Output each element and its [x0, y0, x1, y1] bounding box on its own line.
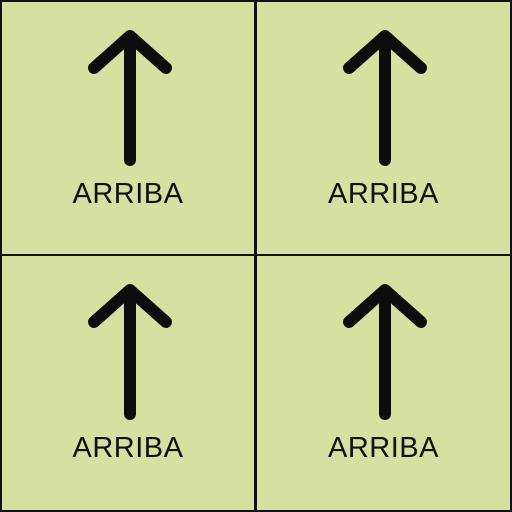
direction-card: ARRIBA: [255, 254, 512, 512]
arrow-up-icon: [343, 284, 427, 420]
direction-card: ARRIBA: [0, 254, 256, 512]
arrow-up-icon: [343, 30, 427, 166]
direction-label: ARRIBA: [328, 178, 439, 210]
direction-label: ARRIBA: [72, 432, 184, 464]
arrow-up-icon: [88, 30, 172, 166]
direction-label: ARRIBA: [72, 178, 184, 210]
direction-card: ARRIBA: [0, 0, 256, 256]
direction-card: ARRIBA: [255, 0, 512, 256]
arrow-up-icon: [88, 284, 172, 420]
direction-label: ARRIBA: [328, 432, 439, 464]
